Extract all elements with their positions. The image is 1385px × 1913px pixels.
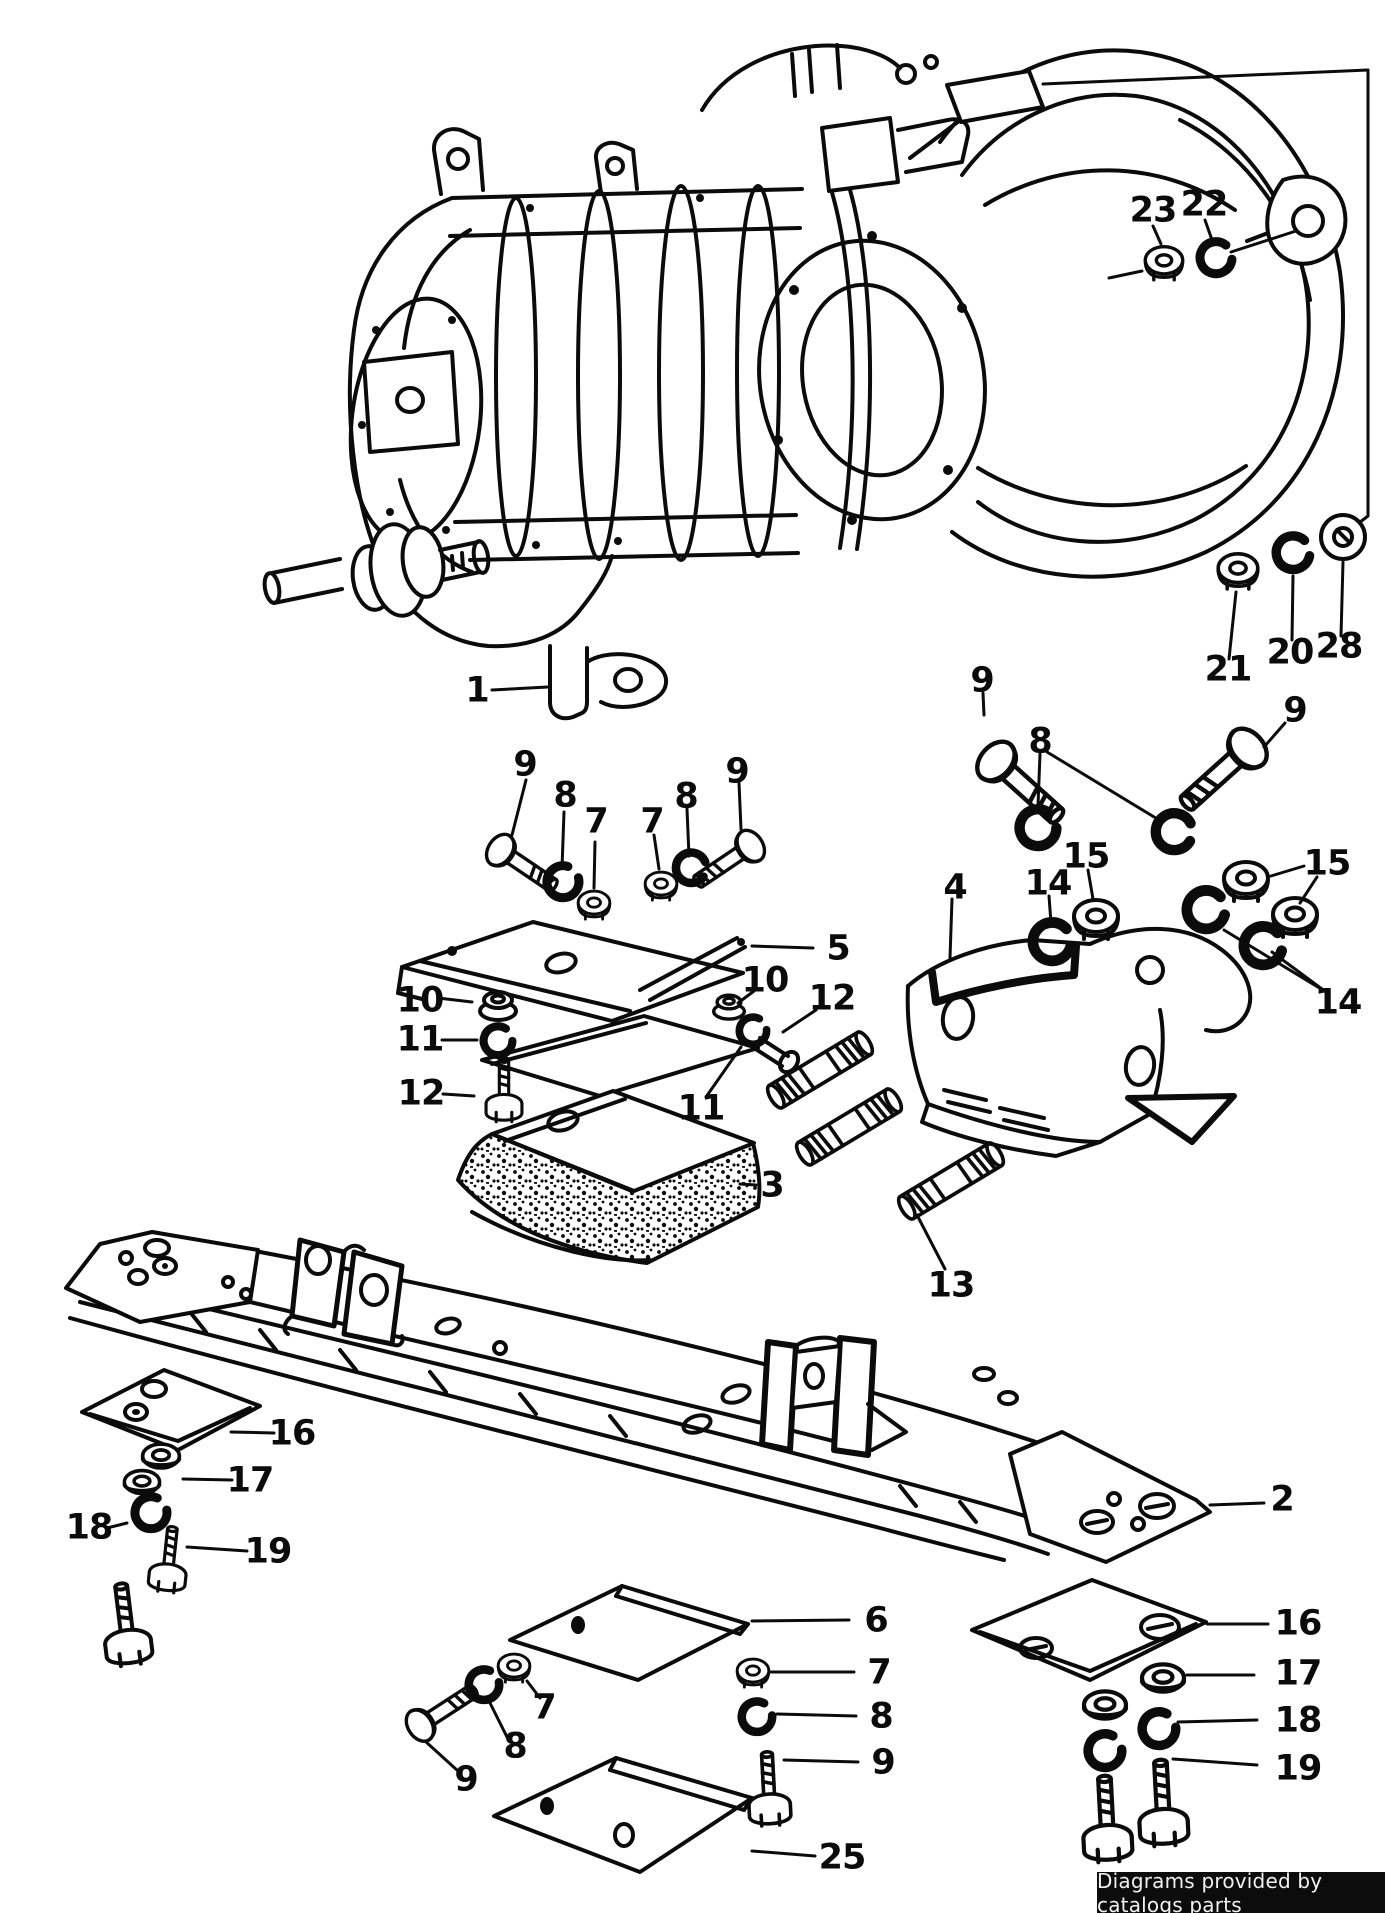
crossmember-tower — [282, 1237, 405, 1348]
part-label-28-45: 28 — [1315, 626, 1364, 667]
part-5-bracket — [396, 920, 760, 1098]
part-label-15-30: 15 — [1062, 836, 1111, 877]
part-label-9-19: 9 — [454, 1759, 478, 1800]
leader-lines — [105, 218, 1345, 1858]
fasteners-top-right — [1041, 68, 1370, 591]
mount-lug — [548, 644, 589, 721]
washer-28 — [1319, 513, 1367, 561]
part-4-bracket — [905, 926, 1252, 1158]
part-label-8-11: 8 — [674, 776, 698, 817]
part-label-10-21: 10 — [396, 980, 445, 1021]
part-label-10-22: 10 — [741, 960, 790, 1001]
part-label-9-20: 9 — [871, 1742, 895, 1783]
part-label-13-27: 13 — [927, 1265, 976, 1306]
part-label-8-14: 8 — [869, 1696, 893, 1737]
part-label-17-35: 17 — [1274, 1653, 1323, 1694]
part-label-15-31: 15 — [1303, 843, 1352, 884]
part-label-12-25: 12 — [397, 1073, 446, 1114]
watermark-footer: Diagrams provided by catalogs parts — [1097, 1868, 1385, 1913]
part-label-2-1: 2 — [1270, 1479, 1294, 1520]
part-label-16-33: 16 — [1274, 1603, 1323, 1644]
shift-tower — [700, 43, 971, 193]
part-label-5-4: 5 — [826, 928, 850, 969]
part-label-7-6: 7 — [584, 801, 608, 842]
part-label-8-10: 8 — [553, 775, 577, 816]
part-label-6-5: 6 — [864, 1600, 888, 1641]
part-label-18-36: 18 — [65, 1507, 114, 1548]
part-label-9-16: 9 — [725, 751, 749, 792]
part-label-7-7: 7 — [640, 801, 664, 842]
part-label-25-44: 25 — [818, 1837, 867, 1878]
stack-bottom-right — [970, 1578, 1208, 1863]
part-label-21-41: 21 — [1204, 649, 1253, 690]
group-bottom-middle — [398, 1584, 794, 1874]
part-label-7-9: 7 — [867, 1652, 891, 1693]
part-label-22-42: 22 — [1180, 184, 1229, 225]
part-label-14-28: 14 — [1024, 863, 1073, 904]
part-label-9-17: 9 — [970, 660, 994, 701]
watermark-text: Diagrams provided by catalogs parts — [1097, 1868, 1323, 1913]
part-label-9-15: 9 — [513, 744, 537, 785]
part-2-crossmember — [64, 1230, 1212, 1564]
part-label-1-0: 1 — [465, 670, 489, 711]
part-label-7-8: 7 — [532, 1687, 556, 1728]
part-label-17-34: 17 — [226, 1460, 275, 1501]
part-label-3-2: 3 — [760, 1165, 784, 1206]
fasteners-10-11-12 — [480, 990, 1009, 1224]
part-label-11-24: 11 — [677, 1088, 726, 1129]
crossmember-fins — [759, 1335, 908, 1458]
part-label-20-40: 20 — [1266, 632, 1315, 673]
part-1-transmission — [262, 43, 1348, 721]
part-label-19-38: 19 — [244, 1531, 293, 1572]
part-label-4-3: 4 — [943, 867, 967, 908]
part-label-8-13: 8 — [503, 1726, 527, 1767]
part-label-18-37: 18 — [1274, 1700, 1323, 1741]
part-label-19-39: 19 — [1274, 1748, 1323, 1789]
part-label-14-29: 14 — [1314, 982, 1363, 1023]
part-label-11-23: 11 — [396, 1019, 445, 1060]
part-label-16-32: 16 — [268, 1413, 317, 1454]
part-label-23-43: 23 — [1129, 190, 1178, 231]
part-label-9-18: 9 — [1283, 690, 1307, 731]
id-tag — [945, 69, 1045, 124]
mount-ear — [432, 127, 485, 196]
part-label-8-12: 8 — [1028, 721, 1052, 762]
part-3-rubber-mount — [456, 1089, 762, 1265]
stack-bottom-left — [80, 1368, 262, 1670]
input-shaft — [262, 522, 491, 618]
part-label-12-26: 12 — [808, 978, 857, 1019]
